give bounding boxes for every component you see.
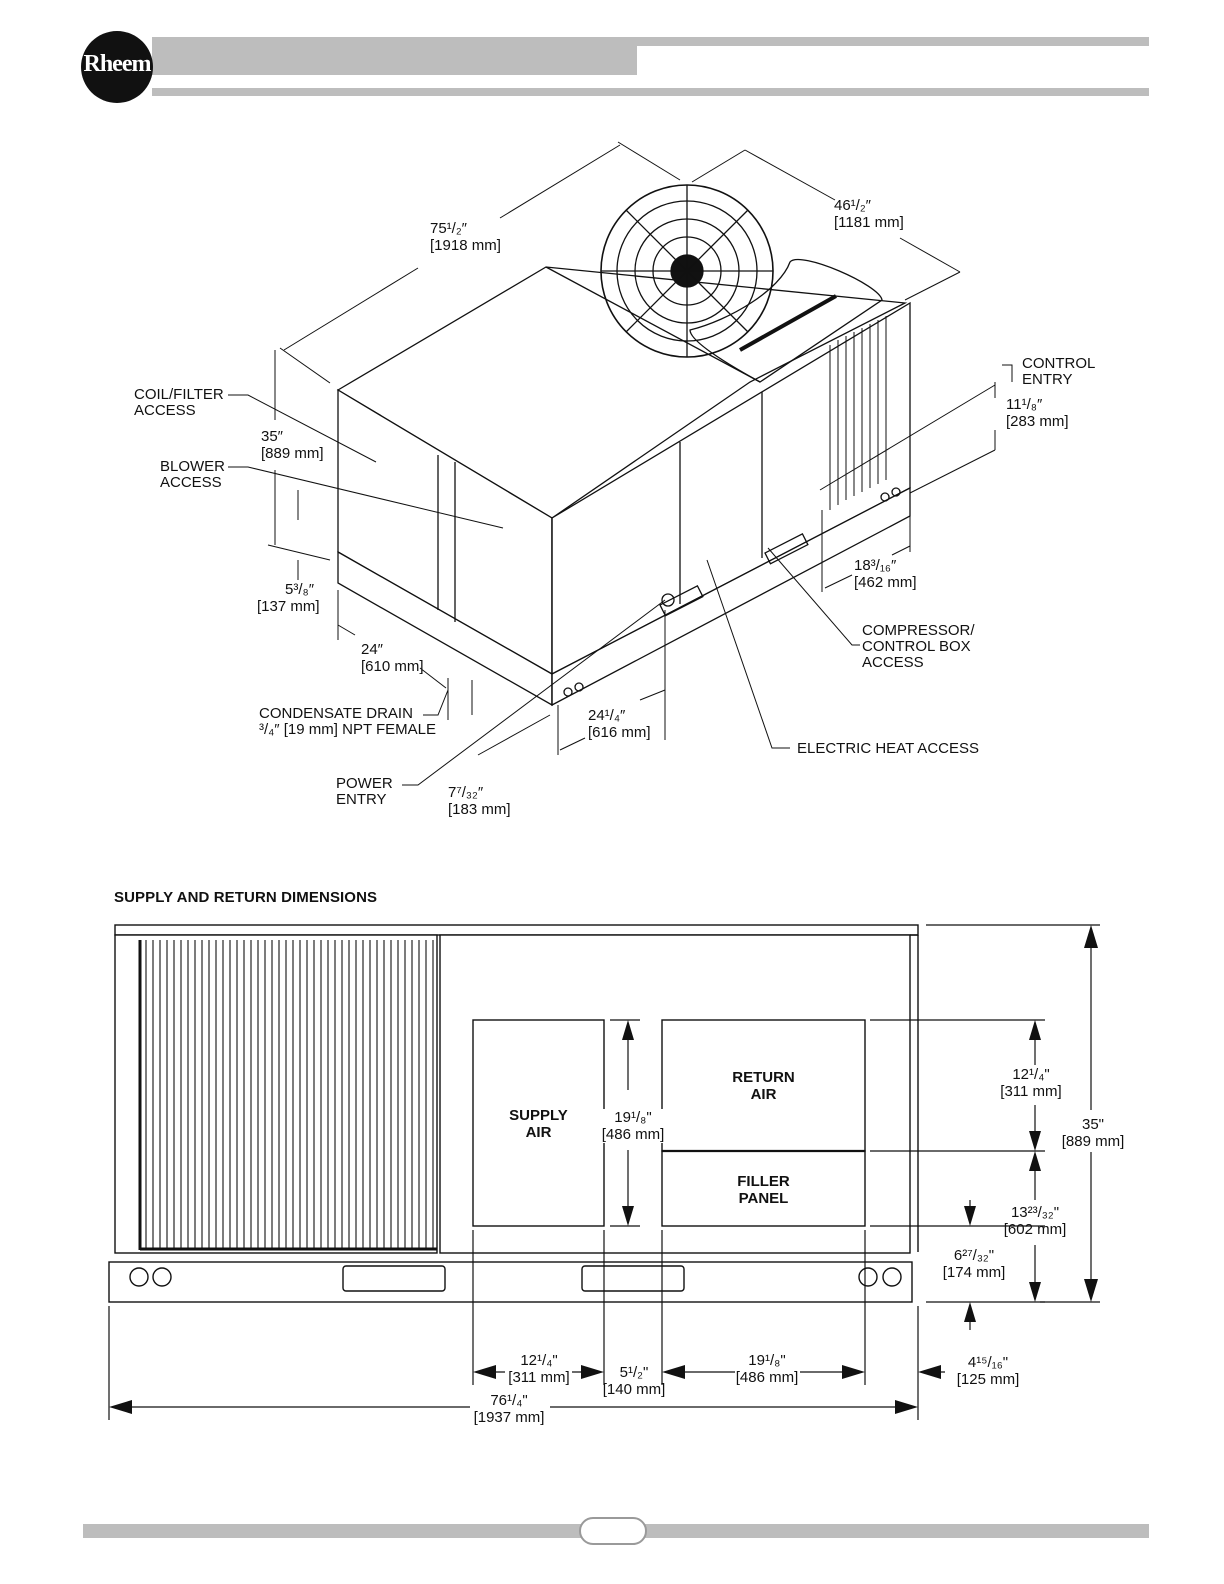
supply-return-dimensions-title: SUPPLY AND RETURN DIMENSIONS: [114, 889, 378, 906]
height-dimension: 35″[889 mm]: [261, 428, 324, 462]
supply-air-opening: [472, 1019, 605, 1227]
power-offset-dimension: 24¹/₄″[616 mm]: [588, 707, 651, 741]
condenser-coil-fins: [145, 940, 434, 1248]
supply-height-dimension: 19¹/₈"[486 mm]: [597, 1109, 669, 1143]
rheem-logo-text: Rheem: [83, 51, 152, 77]
unit-isometric-drawing: [228, 141, 1013, 786]
total-height-dimension: 35"[889 mm]: [1058, 1116, 1128, 1150]
control-entry-side-dimension: 18³/₁₆″[462 mm]: [854, 557, 917, 591]
return-height-dimension: 12¹/₄"[311 mm]: [1000, 1066, 1062, 1100]
gap-width-dimension: 5¹/₂"[140 mm]: [602, 1364, 666, 1398]
right-offset-dimension: 4¹⁵/₁₆"[125 mm]: [956, 1354, 1020, 1388]
page-header: [81, 31, 1149, 103]
electric-heat-access-label: ELECTRIC HEAT ACCESS: [797, 740, 979, 757]
filler-panel: [661, 1150, 866, 1227]
control-entry-height-dimension: 11¹/₈″[283 mm]: [1006, 396, 1069, 430]
length-dimension: 75¹/₂″[1918 mm]: [430, 220, 501, 254]
bottom-offset-dimension: 6²⁷/₃₂"[174 mm]: [942, 1247, 1006, 1281]
base-height-dimension: 5³/₈″[137 mm]: [257, 581, 320, 615]
rheem-logo: [81, 31, 153, 103]
filler-height-dimension: 13²³/₃₂"[602 mm]: [1003, 1204, 1067, 1238]
supply-width-dimension: 12¹/₄"[311 mm]: [508, 1352, 570, 1386]
width-dimension: 46¹/₂″[1181 mm]: [834, 197, 904, 231]
total-width-dimension: 76¹/₄"[1937 mm]: [473, 1392, 545, 1426]
drain-offset-dimension: 24″[610 mm]: [361, 641, 424, 675]
return-air-opening: [661, 1019, 866, 1152]
page-footer: [83, 1517, 1149, 1545]
return-width-dimension: 19¹/₈"[486 mm]: [735, 1352, 799, 1386]
power-height-dimension: 7⁷/₃₂″[183 mm]: [448, 784, 511, 818]
supply-return-drawing: [108, 924, 1100, 1420]
